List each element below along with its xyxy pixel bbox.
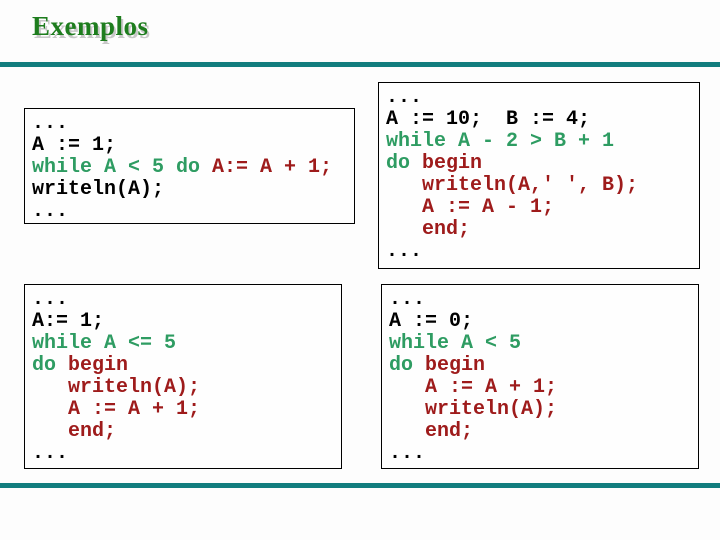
code-line: writeln(A,' ', B); xyxy=(386,175,692,197)
page-title: Exemplos xyxy=(32,11,149,41)
code-segment: A := 1; xyxy=(32,134,117,157)
code-line: while A <= 5 xyxy=(32,333,334,355)
code-line: while A - 2 > B + 1 xyxy=(386,131,692,153)
code-segment: ... xyxy=(32,112,69,135)
code-line: ... xyxy=(32,289,334,311)
code-line: A := A + 1; xyxy=(389,377,691,399)
code-segment: while A < 5 do xyxy=(32,156,213,179)
code-line: while A < 5 do A:= A + 1; xyxy=(32,157,347,179)
code-line: while A < 5 xyxy=(389,333,691,355)
code-segment: do xyxy=(386,152,423,175)
code-line: writeln(A); xyxy=(32,377,334,399)
code-segment: A := A + 1; xyxy=(389,376,558,399)
code-line: ... xyxy=(389,443,691,465)
code-segment: A := 10; B := 4; xyxy=(386,108,591,131)
code-line: ... xyxy=(32,443,334,465)
code-segment: begin xyxy=(422,152,483,175)
code-segment: writeln(A,' ', B); xyxy=(386,174,639,197)
code-box-top-left: ...A := 1;while A < 5 do A:= A + 1;write… xyxy=(24,108,355,224)
code-line: do begin xyxy=(32,355,334,377)
code-line: A := A - 1; xyxy=(386,197,692,219)
footer-rule xyxy=(0,483,720,488)
code-line: do begin xyxy=(389,355,691,377)
code-line: ... xyxy=(32,113,347,135)
code-segment: A := 0; xyxy=(389,310,474,333)
code-segment: writeln(A); xyxy=(32,178,165,201)
code-line: writeln(A); xyxy=(389,399,691,421)
code-line: A := A + 1; xyxy=(32,399,334,421)
code-segment: writeln(A); xyxy=(389,398,558,421)
code-line: A := 10; B := 4; xyxy=(386,109,692,131)
code-segment: ... xyxy=(386,86,423,109)
code-segment: A:= 1; xyxy=(32,310,105,333)
code-segment: end; xyxy=(389,420,474,443)
code-segment: ... xyxy=(389,442,426,465)
code-segment: ... xyxy=(32,288,69,311)
code-segment: A:= A + 1; xyxy=(212,156,333,179)
code-segment: writeln(A); xyxy=(32,376,201,399)
code-line: ... xyxy=(389,289,691,311)
code-line: ... xyxy=(386,241,692,263)
code-segment: while A <= 5 xyxy=(32,332,177,355)
code-line: ... xyxy=(386,87,692,109)
code-line: A:= 1; xyxy=(32,311,334,333)
code-segment: do xyxy=(389,354,426,377)
code-line: ... xyxy=(32,201,347,223)
code-segment: ... xyxy=(32,442,69,465)
code-line: end; xyxy=(389,421,691,443)
code-line: A := 0; xyxy=(389,311,691,333)
code-segment: A := A + 1; xyxy=(32,398,201,421)
code-segment: ... xyxy=(386,240,423,263)
title-underline-rule xyxy=(0,62,720,67)
code-segment: ... xyxy=(389,288,426,311)
code-line: end; xyxy=(386,219,692,241)
code-segment: while A - 2 > B + 1 xyxy=(386,130,615,153)
code-line: A := 1; xyxy=(32,135,347,157)
code-segment: ... xyxy=(32,200,69,223)
code-line: do begin xyxy=(386,153,692,175)
code-line: writeln(A); xyxy=(32,179,347,201)
code-segment: begin xyxy=(425,354,486,377)
code-segment: end; xyxy=(386,218,471,241)
code-segment: while A < 5 xyxy=(389,332,522,355)
code-segment: A := A - 1; xyxy=(386,196,555,219)
code-segment: begin xyxy=(68,354,129,377)
code-line: end; xyxy=(32,421,334,443)
code-segment: end; xyxy=(32,420,117,443)
code-segment: do xyxy=(32,354,69,377)
